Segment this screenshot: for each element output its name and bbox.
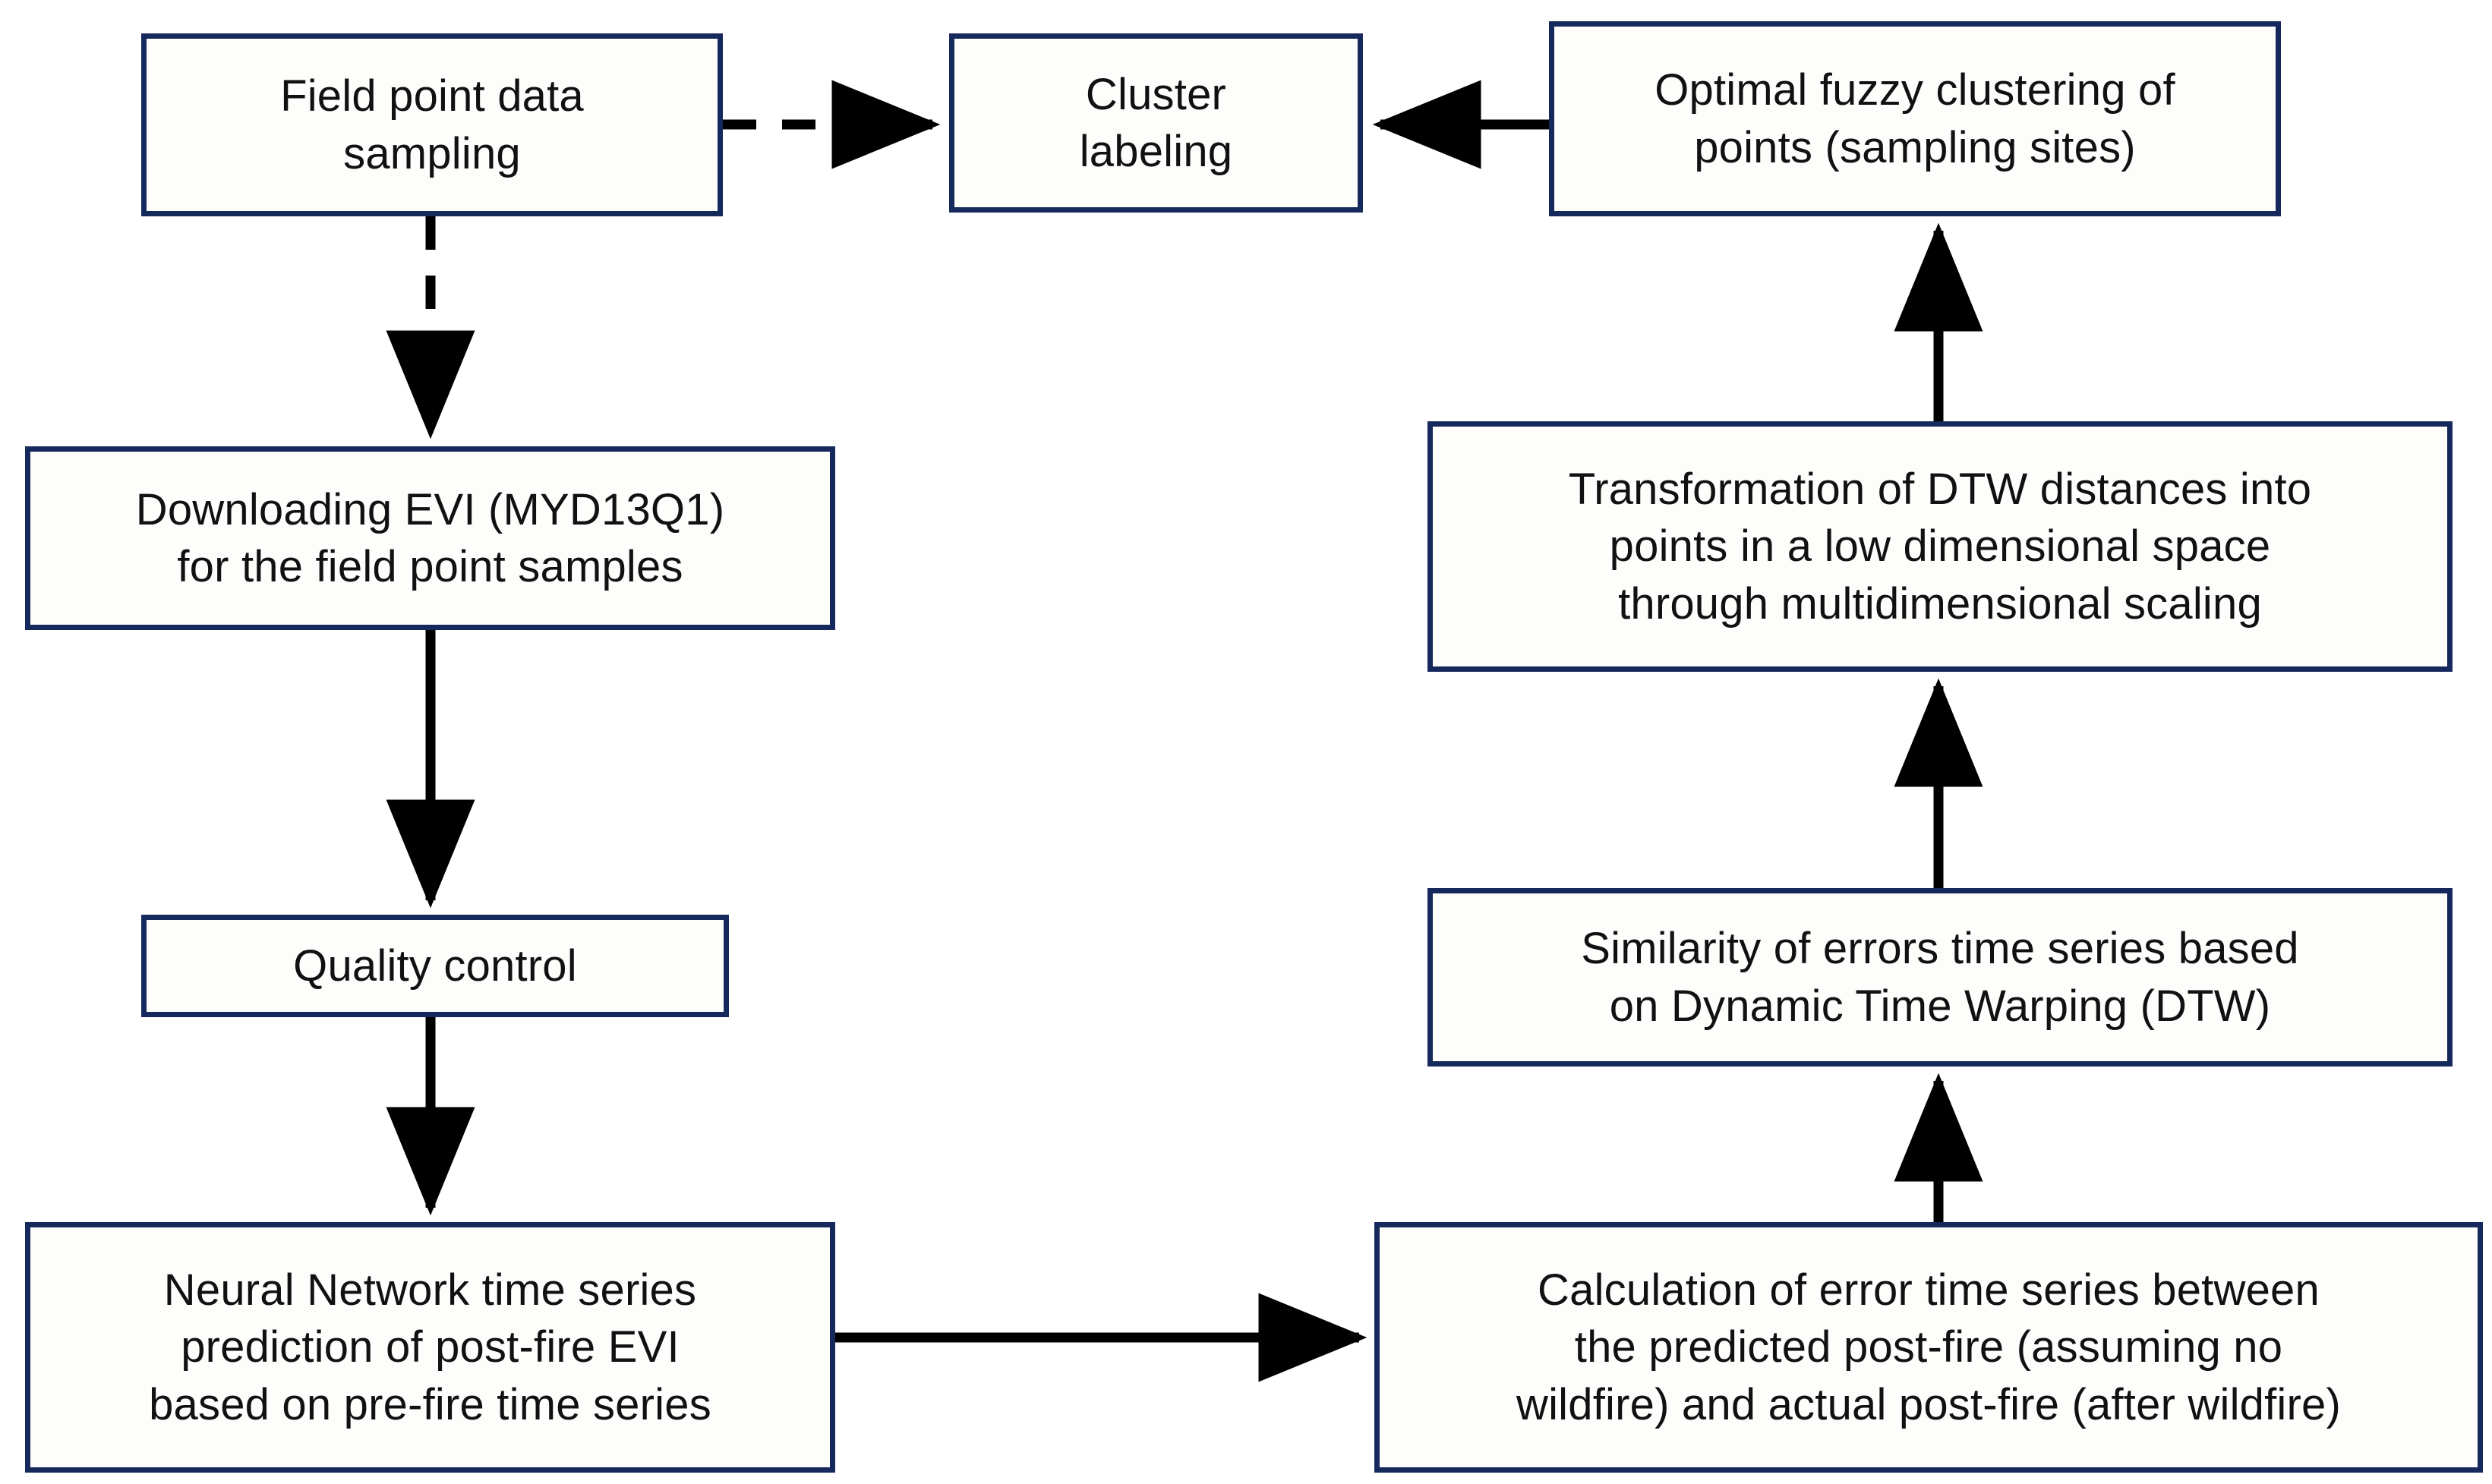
node-transformation-dtw[interactable]: Transformation of DTW distances into poi… — [1427, 421, 2453, 672]
node-quality-control[interactable]: Quality control — [141, 915, 729, 1017]
node-cluster-labeling[interactable]: Cluster labeling — [949, 33, 1363, 213]
node-optimal-fuzzy-clustering[interactable]: Optimal fuzzy clustering of points (samp… — [1549, 21, 2281, 216]
node-field-point-data-sampling[interactable]: Field point data sampling — [141, 33, 723, 216]
node-neural-network-prediction[interactable]: Neural Network time series prediction of… — [25, 1222, 835, 1473]
node-downloading-evi[interactable]: Downloading EVI (MYD13Q1) for the field … — [25, 446, 835, 630]
node-similarity-dtw[interactable]: Similarity of errors time series based o… — [1427, 888, 2453, 1067]
node-calculation-error-series[interactable]: Calculation of error time series between… — [1374, 1222, 2483, 1473]
